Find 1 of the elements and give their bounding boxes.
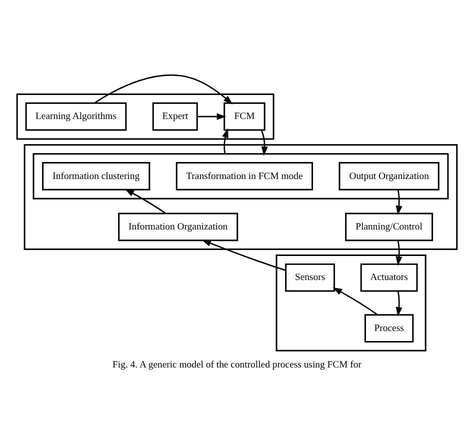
caption: Fig. 4. A generic model of the controlled process using FCM for [112,359,362,370]
